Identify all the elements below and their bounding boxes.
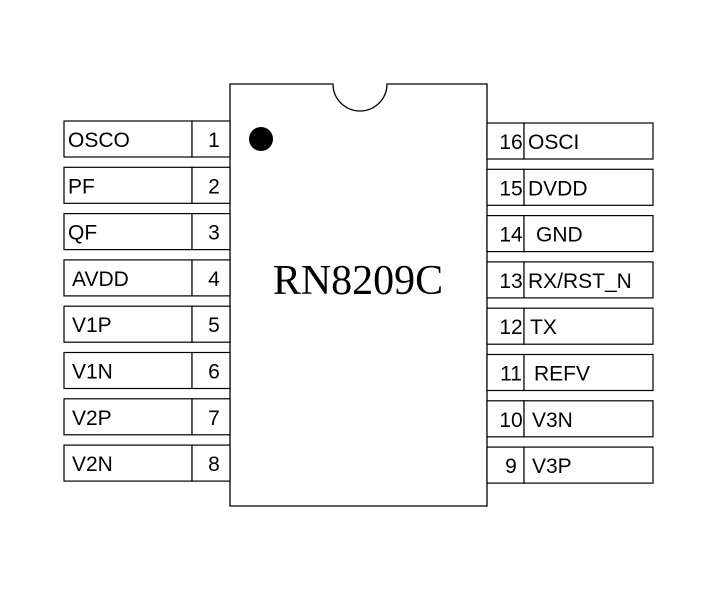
pin-number-box (191, 351, 231, 390)
pin-number-box (486, 400, 525, 438)
pin-number-label: 6 (208, 361, 220, 384)
pin-name-box (523, 261, 654, 299)
pin-name-label: PF (68, 175, 95, 198)
pin-number-box (486, 307, 525, 345)
pin-number-label: 9 (505, 455, 517, 478)
pin-name-label: V1N (72, 361, 113, 384)
pin-number-label: 4 (208, 268, 220, 291)
pin-number-label: 11 (500, 363, 522, 386)
pin-number-label: 1 (208, 129, 220, 152)
pin-name-label: V2N (72, 453, 113, 476)
pin-number-box (191, 444, 231, 482)
pin-name-box (63, 213, 193, 251)
pin-number-box (191, 166, 231, 204)
pin-number-box (486, 446, 525, 484)
pin-name-label: OSCO (68, 129, 130, 152)
pin-number-box (191, 213, 231, 251)
pin-name-box (523, 307, 654, 345)
pin-number-label: 13 (499, 270, 522, 293)
pin-name-label: OSCI (528, 131, 579, 154)
pin-name-label: V1P (72, 314, 112, 337)
pin-name-label: QF (68, 222, 97, 245)
pin-number-label: 7 (208, 407, 220, 430)
pin-name-box (63, 166, 193, 204)
pin-number-box (486, 353, 525, 392)
pin-name-box (63, 444, 193, 482)
pin-number-box (191, 120, 231, 158)
pin-name-label: V2P (72, 407, 112, 430)
chip-body (229, 83, 488, 507)
pin-number-box (191, 259, 231, 297)
pin-name-box (523, 353, 654, 392)
pin-number-label: 2 (208, 175, 220, 198)
pin-number-label: 16 (499, 131, 522, 154)
pin-number-label: 8 (208, 453, 220, 476)
pin-name-label: DVDD (528, 177, 588, 200)
pin-number-label: 12 (499, 316, 522, 339)
pin-name-label: RX/RST_N (528, 270, 632, 293)
pin-name-label: V3P (532, 455, 572, 478)
pin-number-label: 15 (499, 177, 522, 200)
pin-name-label: V3N (532, 409, 573, 432)
pin-name-box (63, 259, 193, 297)
pin-name-label: TX (530, 316, 557, 339)
pin-name-box (523, 446, 654, 484)
pin-name-label: GND (536, 224, 583, 247)
pin-number-label: 14 (499, 224, 523, 247)
pin-name-box (523, 168, 654, 206)
pin-number-box (191, 398, 231, 436)
pin-number-box (486, 215, 525, 253)
pin-number-box (486, 261, 525, 299)
pin-number-box (486, 122, 525, 160)
pin-number-label: 5 (208, 314, 220, 337)
pin-name-box (523, 122, 654, 160)
pin-name-label: AVDD (72, 268, 129, 291)
pin1-marker-dot (249, 127, 273, 151)
pin-name-box (523, 215, 654, 253)
pin-name-box (523, 400, 654, 438)
pin-number-label: 10 (499, 409, 522, 432)
pin-number-label: 3 (208, 222, 220, 245)
chip-name: RN8209C (273, 258, 443, 304)
pin-number-box (191, 305, 231, 343)
pin-name-label: REFV (534, 363, 590, 386)
